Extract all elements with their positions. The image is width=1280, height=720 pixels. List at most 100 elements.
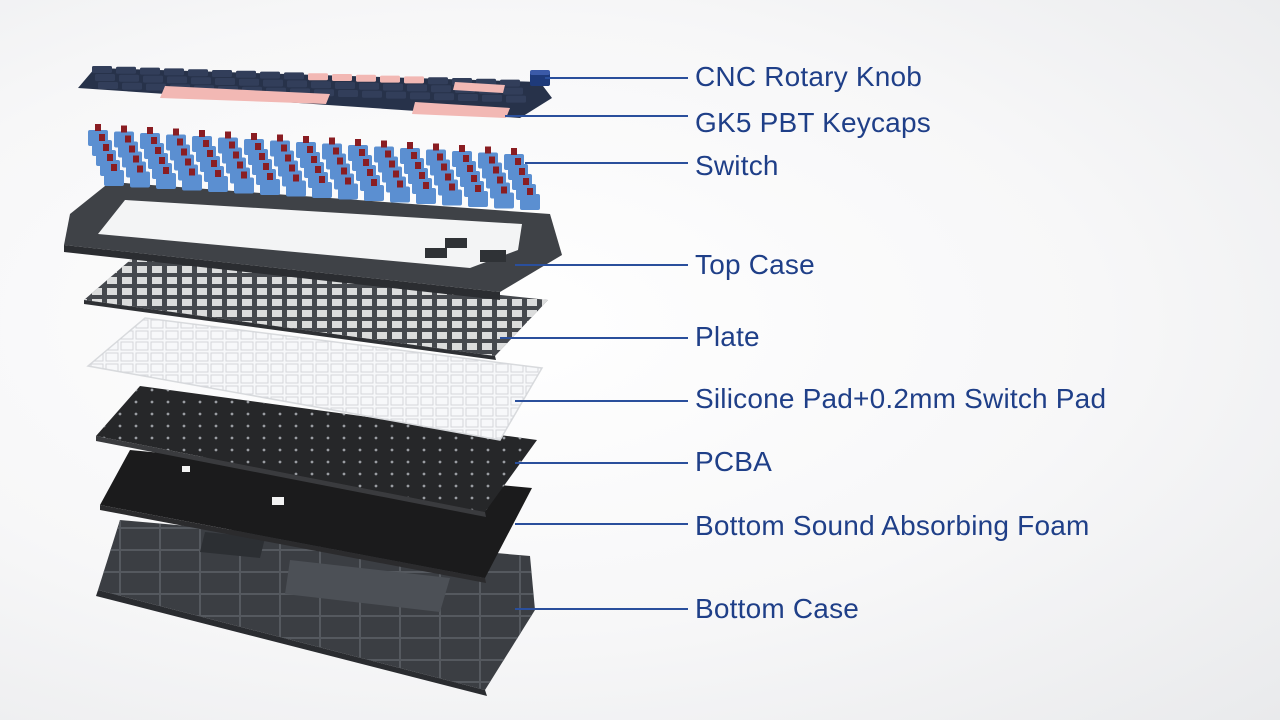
switch-stem (107, 154, 113, 161)
switch-stem (463, 155, 469, 162)
switch-body (156, 173, 176, 189)
switch-stem (111, 164, 117, 171)
keycap (308, 73, 328, 81)
switch-stem (263, 163, 269, 170)
keycap (284, 72, 304, 80)
switch-stem (359, 149, 365, 156)
label-switch: Switch (695, 150, 779, 181)
switch-body (416, 188, 436, 204)
switch-stem (241, 171, 247, 179)
switch-stem (393, 170, 399, 178)
switch-stem (433, 143, 439, 151)
switch-stem (523, 178, 529, 185)
keycap (410, 92, 430, 100)
switch-stem (397, 180, 403, 188)
switch-stem (423, 182, 429, 189)
switch-stem (199, 130, 205, 137)
switch-stem (95, 124, 101, 131)
switch-stem (345, 177, 351, 185)
switch-stem (181, 148, 187, 156)
keycap (143, 75, 163, 83)
switch-stem (467, 165, 473, 172)
keycap (311, 81, 331, 89)
keycap (431, 85, 451, 93)
keycap (287, 80, 307, 88)
switch-body (130, 171, 150, 188)
switch-body (234, 177, 254, 194)
keycap (404, 76, 424, 84)
switch-stem (267, 173, 273, 180)
keycap (359, 82, 379, 90)
switch-stem (337, 157, 343, 165)
switch-stem (303, 136, 309, 143)
switch-body (208, 176, 228, 192)
keycap (482, 94, 502, 102)
switch-stem (189, 168, 195, 176)
label-plate: Plate (695, 321, 760, 352)
label-bottom-foam: Bottom Sound Absorbing Foam (695, 510, 1090, 541)
switch-stem (511, 148, 517, 155)
label-pcba: PCBA (695, 446, 773, 477)
keycap (191, 77, 211, 85)
keycap (332, 74, 352, 81)
keycap (92, 66, 112, 73)
switch-stem (385, 150, 391, 158)
switch-body (390, 186, 410, 203)
keycap (383, 83, 403, 91)
switch-stem (281, 144, 287, 152)
switch-stem (407, 142, 413, 149)
switch-stem (311, 156, 317, 163)
switch-stem (147, 127, 153, 134)
switch-body (312, 182, 332, 198)
switch-body (468, 191, 488, 207)
switch-stem (163, 167, 169, 174)
switch-stem (277, 134, 283, 142)
switch-body (364, 185, 384, 201)
switch-stem (285, 154, 291, 162)
keycap (458, 94, 478, 101)
keycap (239, 78, 259, 86)
switch-stem (121, 125, 127, 133)
keycap (407, 84, 427, 92)
switch-stem (367, 169, 373, 176)
switch-stem (475, 185, 481, 192)
switch-stem (497, 176, 503, 184)
keycap (506, 95, 526, 103)
switch-stem (459, 145, 465, 152)
keycap (428, 77, 448, 85)
switch-stem (333, 147, 339, 155)
keycap (335, 82, 355, 89)
switch-stem (155, 147, 161, 154)
switch-stem (173, 128, 179, 136)
switch-stem (341, 167, 347, 175)
switch-stem (363, 159, 369, 166)
label-gk5-pbt-keycaps: GK5 PBT Keycaps (695, 107, 931, 138)
keycap (263, 79, 283, 87)
keycap (188, 69, 208, 77)
label-cnc-rotary-knob: CNC Rotary Knob (695, 61, 923, 92)
switch-stem (449, 183, 455, 191)
switch-stem (293, 174, 299, 182)
keycap (146, 83, 166, 91)
switch-body (520, 194, 540, 210)
switch-stem (307, 146, 313, 153)
switch-stem (501, 186, 507, 194)
switch-stem (103, 144, 109, 151)
switch-stem (519, 168, 525, 175)
switch-stem (355, 139, 361, 146)
switch-stem (129, 145, 135, 153)
keycap (338, 90, 358, 97)
keycap (116, 66, 136, 74)
keycap (215, 78, 235, 85)
top-case-layer (64, 182, 562, 300)
switch-body (104, 170, 124, 186)
switch-stem (229, 141, 235, 149)
switch-stem (319, 176, 325, 183)
switch-stem (437, 153, 443, 161)
rotary-knob (530, 70, 550, 86)
switch-stem (381, 140, 387, 148)
switch-stem (441, 163, 447, 171)
switch-body (338, 183, 358, 200)
keycap (236, 70, 256, 78)
label-bottom-case: Bottom Case (695, 593, 860, 624)
